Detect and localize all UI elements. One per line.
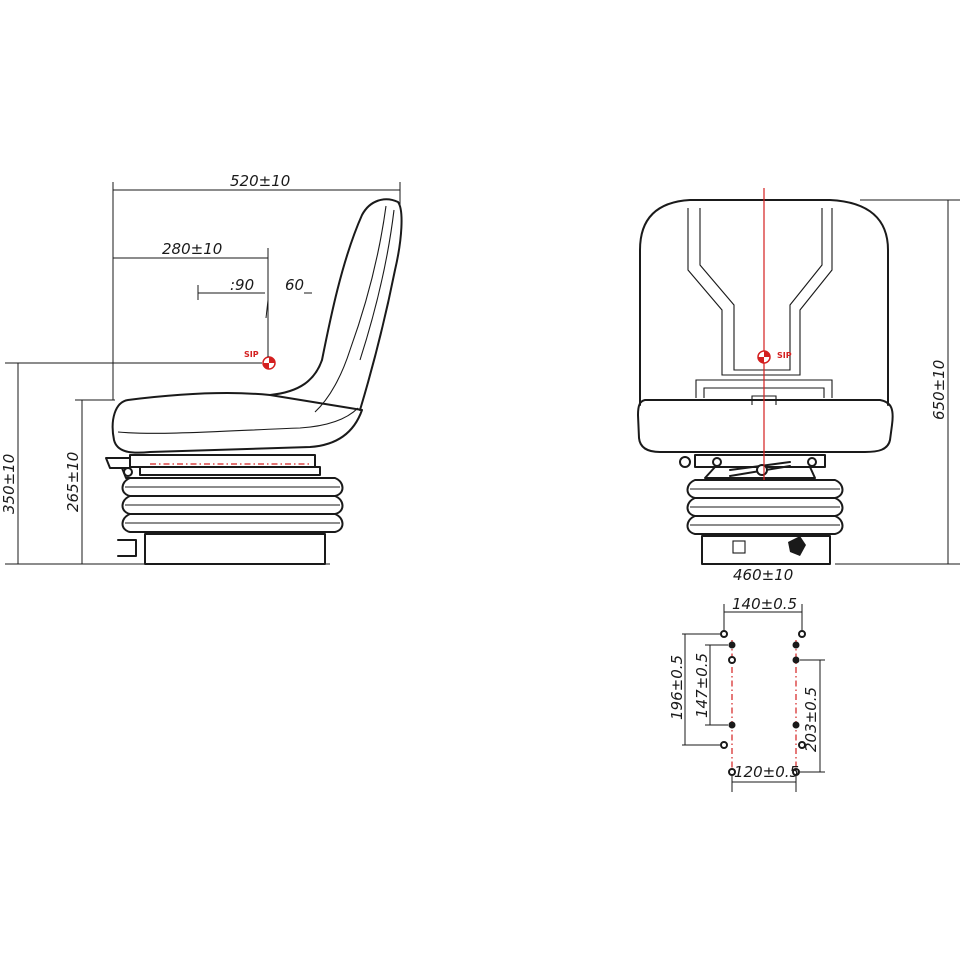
dim-overall-depth: 520±10	[230, 172, 290, 190]
front-knob-left	[679, 456, 691, 468]
mp-hole-tl	[728, 641, 736, 649]
front-backrest-channel	[687, 208, 833, 376]
mp-hole-br-outer	[798, 741, 806, 749]
side-seat-frame	[129, 454, 316, 468]
mp-hole-bl-outer	[720, 741, 728, 749]
mounting-pattern: 140±0.5 196±0.5 147±0.5 203±0.5	[668, 595, 825, 792]
mp-hole-tr-outer	[798, 630, 806, 638]
side-backrest-inner-2	[359, 209, 395, 361]
front-bellows	[686, 479, 844, 535]
mp-hole-bl	[728, 768, 736, 776]
front-backrest-outline	[639, 199, 889, 406]
side-backrest-outline	[269, 198, 403, 411]
front-weight-indicator	[732, 540, 746, 554]
mp-hole-r2	[792, 656, 800, 664]
mp-left-inner: 147±0.5	[693, 653, 711, 718]
dim-total-height: 350±10	[0, 454, 18, 514]
dim-angle-seat: :90	[230, 276, 254, 294]
mp-top-width: 140±0.5	[732, 595, 797, 613]
side-base-knob	[117, 539, 137, 557]
front-sip-label: SIP	[777, 351, 792, 360]
side-sip-label: SIP	[244, 350, 259, 359]
side-sip-fill	[263, 357, 275, 369]
mp-hole-l2	[728, 656, 736, 664]
side-bellows	[121, 477, 344, 533]
front-sip-fill	[758, 351, 770, 363]
side-backrest-inner-1	[314, 205, 387, 413]
side-seat-inner	[117, 407, 359, 434]
mp-hole-l3	[728, 721, 736, 729]
mp-hole-r3	[792, 721, 800, 729]
dim-front-height: 650±10	[930, 360, 948, 420]
side-slide-rail	[139, 466, 321, 476]
side-base	[144, 533, 326, 565]
front-pivot-left	[712, 457, 722, 467]
front-pivot-center	[756, 464, 768, 476]
side-lever-knob	[123, 467, 133, 477]
dim-angle-leader	[265, 299, 269, 319]
front-seat-cushion	[637, 399, 894, 453]
mp-left-outer: 196±0.5	[668, 655, 686, 720]
dim-front-base-width: 460±10	[733, 566, 793, 584]
front-view: SIP 650±10 460±10	[637, 188, 960, 584]
mp-right: 203±0.5	[802, 687, 820, 752]
mp-hole-br	[792, 768, 800, 776]
side-seat-cushion	[111, 392, 363, 454]
mp-hole-tr	[792, 641, 800, 649]
front-base	[701, 535, 831, 565]
front-weight-knob	[788, 536, 806, 556]
dim-seat-height: 265±10	[64, 452, 82, 512]
side-view: SIP 520±10 280±10 :90 60 350±10 265±10	[0, 172, 403, 565]
dim-angle-back: 60	[285, 276, 304, 294]
front-pivot-right	[807, 457, 817, 467]
dim-sip-depth: 280±10	[162, 240, 222, 258]
mp-bottom-width: 120±0.5	[734, 763, 799, 781]
mp-hole-tl-outer	[720, 630, 728, 638]
